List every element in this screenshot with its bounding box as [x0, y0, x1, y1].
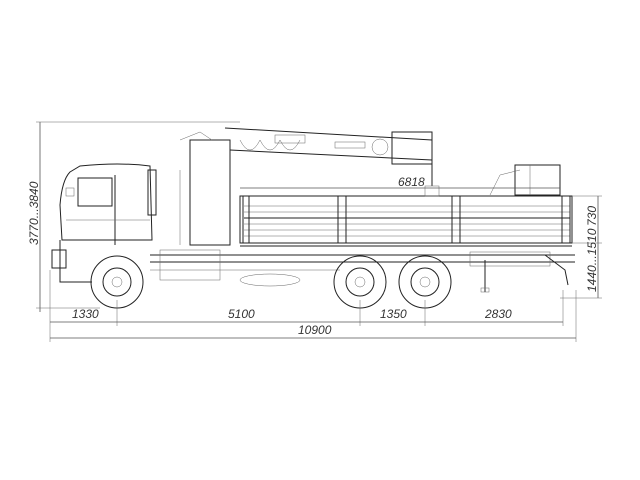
rear-basket: [489, 164, 561, 196]
rear-overhang-label: 2830: [484, 307, 512, 321]
wheelbase-label: 5100: [228, 307, 255, 321]
tandem-spacing-label: 1350: [380, 307, 407, 321]
rear-outrigger: [480, 260, 490, 293]
crane-reach-label: 6818: [398, 175, 425, 189]
right-dimensions: 730 1440...1510: [560, 195, 602, 299]
front-overhang-label: 1330: [72, 307, 99, 321]
loader-crane: [179, 127, 440, 246]
crane-reach-dimension: 6818: [240, 175, 560, 189]
side-board-height-label: 730: [585, 206, 599, 226]
height-dimension: 3770...3840: [27, 121, 240, 312]
truck-cab: [51, 163, 157, 283]
overall-height-label: 3770...3840: [27, 181, 41, 245]
overall-length-label: 10900: [298, 323, 332, 337]
cargo-body: [239, 195, 573, 247]
bottom-dimensions: 1330 5100 1350 2830 10900: [49, 270, 577, 342]
chassis-frame: [150, 249, 575, 287]
platform-height-label: 1440...1510: [585, 228, 599, 292]
